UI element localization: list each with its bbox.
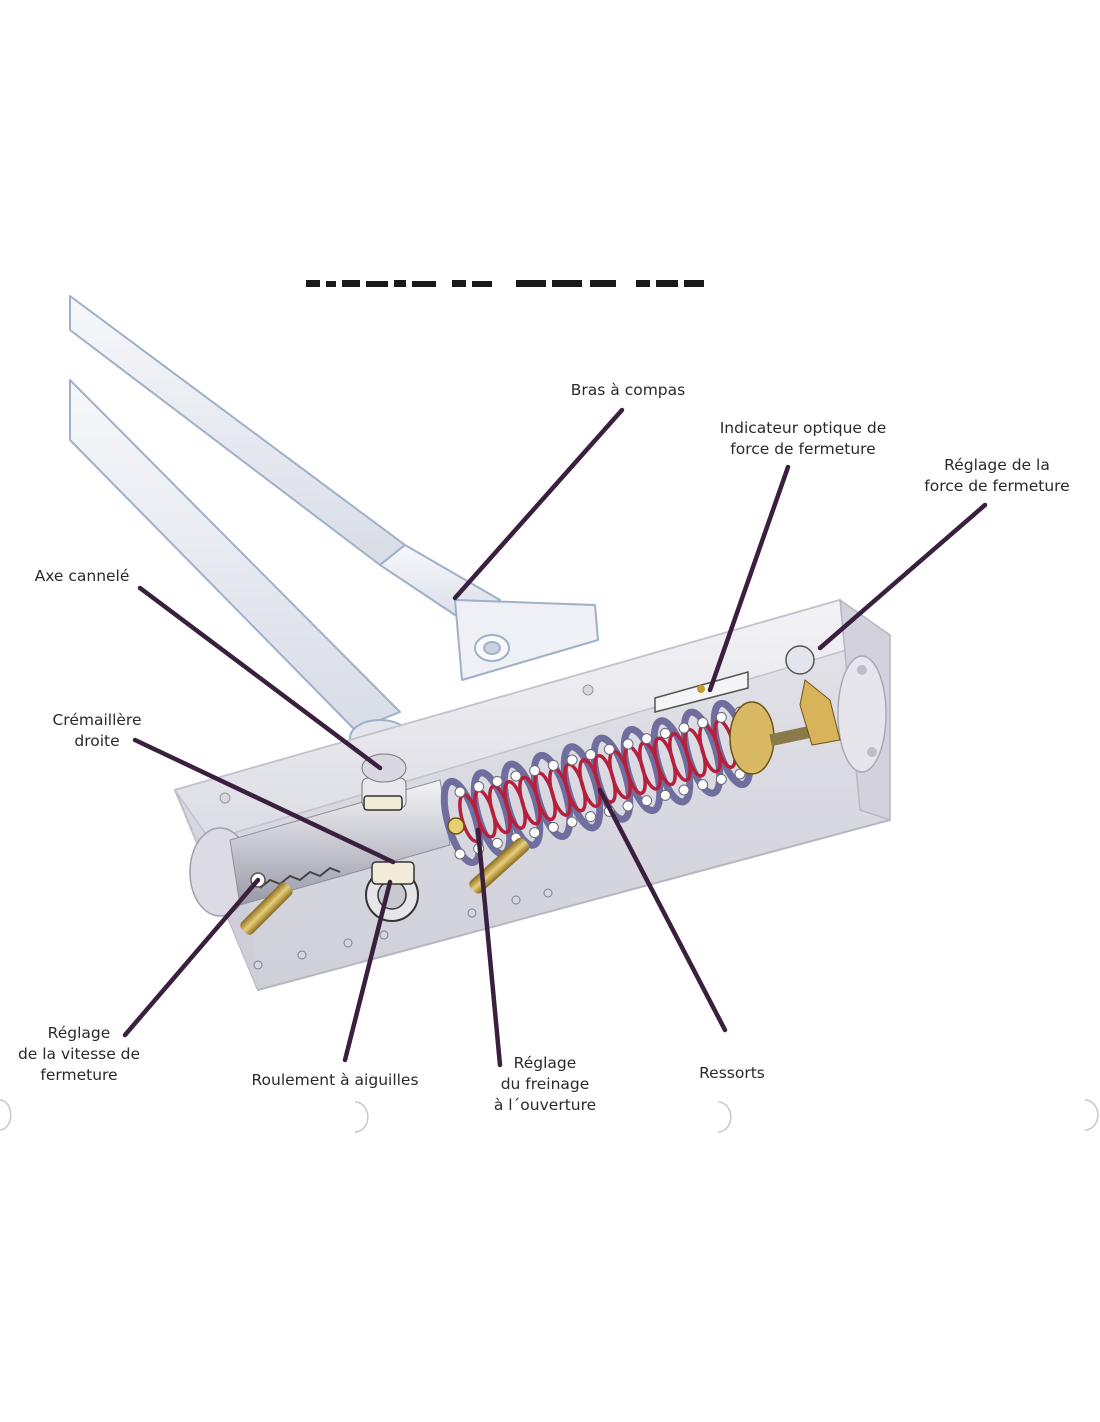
spring-ball — [715, 711, 727, 723]
spring-ball — [566, 816, 578, 828]
spring-ball — [529, 827, 541, 839]
spring-ball — [454, 848, 466, 860]
leader-indicateur — [707, 464, 791, 693]
label-indicateur: Indicateur optique de force de fermeture — [719, 419, 887, 458]
spring-ball — [659, 727, 671, 739]
label-cremaillere: Crémaillère droite — [52, 711, 142, 750]
spring-ball — [697, 717, 709, 729]
label-bras-compas: Bras à compas — [570, 381, 686, 399]
spring-ball — [622, 738, 634, 750]
spring-ball — [659, 789, 671, 801]
leader-reglage-vitesse — [122, 877, 261, 1038]
label-ressorts: Ressorts — [699, 1064, 765, 1082]
spring-ball — [491, 837, 503, 849]
label-axe: Axe cannelé — [34, 567, 130, 585]
spring-ball — [603, 743, 615, 755]
spring-ball — [473, 781, 485, 793]
spring-ball — [697, 779, 709, 791]
punch-holes — [0, 1099, 1099, 1133]
leader-cremaillere — [132, 737, 396, 865]
spring-ball — [678, 784, 690, 796]
body-rivets — [253, 888, 553, 970]
leader-reglage-freinage — [475, 827, 503, 1068]
spring-ball — [566, 754, 578, 766]
spring-ball — [715, 773, 727, 785]
spring-ball — [510, 770, 522, 782]
spring-ball — [454, 786, 466, 798]
optical-indicator — [654, 671, 749, 713]
spring-ball — [585, 749, 597, 761]
leader-roulement — [342, 879, 393, 1063]
label-reglage-freinage: Réglage du freinage à l´ouverture — [493, 1054, 597, 1114]
spring-ball — [547, 821, 559, 833]
springs — [440, 699, 754, 867]
leader-reglage-force — [817, 502, 988, 651]
leader-ressorts — [597, 787, 728, 1033]
leader-axe — [137, 585, 383, 771]
label-roulement: Roulement à aiguilles — [251, 1071, 419, 1089]
spring-ball — [529, 765, 541, 777]
spring-ball — [641, 733, 653, 745]
spring-ball — [491, 775, 503, 787]
spring-ball — [547, 759, 559, 771]
label-reglage-force: Réglage de la force de fermeture — [924, 456, 1070, 495]
spring-ball — [585, 811, 597, 823]
leader-lines — [122, 407, 988, 1068]
label-reglage-vitesse: Réglage de la vitesse de fermeture — [17, 1024, 141, 1084]
spring-ball — [622, 800, 634, 812]
leader-bras-compas — [452, 407, 625, 601]
spring-ball — [678, 722, 690, 734]
spring-ball — [641, 795, 653, 807]
title-fragment — [305, 276, 705, 288]
